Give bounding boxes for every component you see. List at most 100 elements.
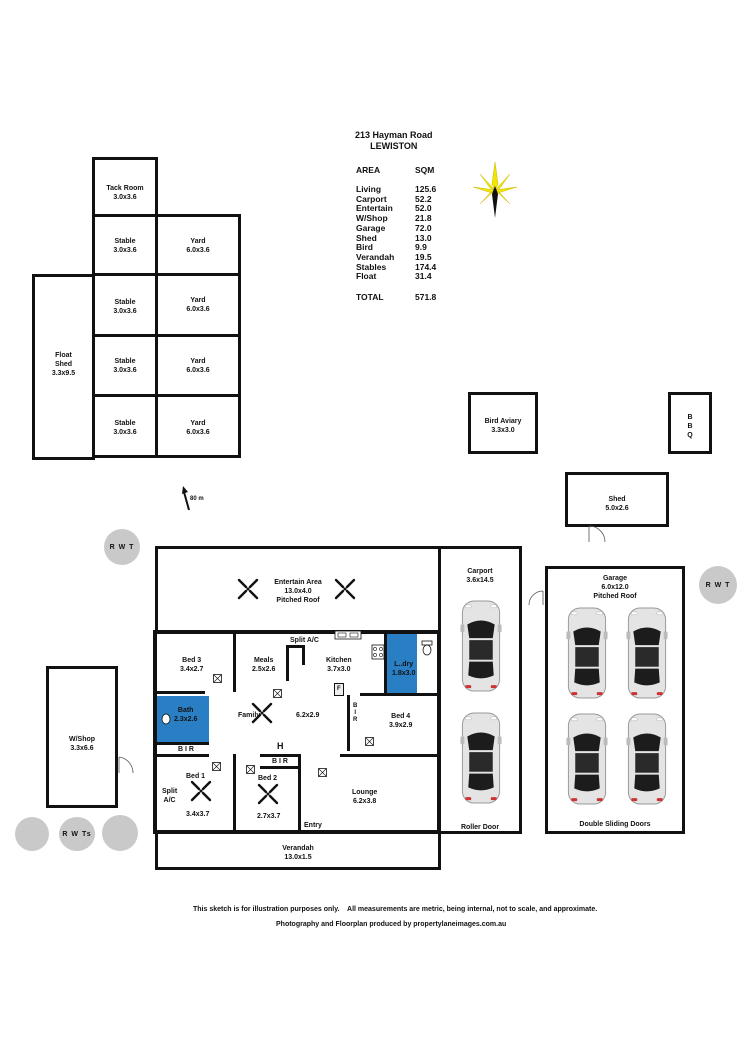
wall-lounge-top bbox=[340, 754, 440, 757]
house-wall-bottom bbox=[153, 830, 441, 834]
bir-label-2: B I R bbox=[272, 758, 288, 765]
exhaust-fan-icon bbox=[213, 674, 222, 683]
split-ac-top-label: Split A/C bbox=[290, 637, 319, 644]
car-icon bbox=[460, 712, 502, 804]
area-row-sqm: 174.4 bbox=[415, 261, 437, 272]
area-row-name: W/Shop bbox=[356, 213, 388, 224]
area-row-name: Bird bbox=[356, 242, 373, 253]
total-label: TOTAL bbox=[356, 292, 384, 302]
compass-icon bbox=[472, 161, 518, 218]
area-row-name: Float bbox=[356, 271, 377, 282]
area-row-sqm: 13.0 bbox=[415, 232, 432, 243]
address-suburb: LEWISTON bbox=[370, 141, 418, 151]
ceiling-fan-icon bbox=[251, 702, 273, 724]
sink-icon bbox=[371, 644, 385, 660]
fridge-marker: F bbox=[334, 683, 344, 696]
wall-kitchen-inner bbox=[302, 645, 305, 665]
area-row-sqm: 125.6 bbox=[415, 184, 437, 194]
rwt-tank-left: R W T bbox=[104, 529, 140, 565]
wall-bed3-bottom bbox=[155, 691, 205, 694]
roller-door-label: Roller Door bbox=[460, 824, 500, 831]
area-column-header: AREA bbox=[356, 165, 381, 175]
bed2-dims: 2.7x3.7 bbox=[257, 813, 281, 820]
area-row-name: Living bbox=[356, 184, 382, 194]
exhaust-fan-icon bbox=[246, 765, 255, 774]
rwts-tank-3 bbox=[102, 815, 138, 851]
sink-icon bbox=[334, 630, 362, 640]
ceiling-fan-icon bbox=[237, 578, 259, 600]
address-block: 213 Hayman Road LEWISTON bbox=[355, 130, 433, 152]
car-icon bbox=[626, 607, 668, 699]
wall-bed2-right bbox=[298, 754, 301, 832]
area-row-sqm: 19.5 bbox=[415, 251, 432, 262]
exhaust-fan-icon bbox=[365, 737, 374, 746]
area-row-name: Carport bbox=[356, 193, 387, 204]
wall-bed4-left bbox=[347, 695, 350, 751]
bir-label-1: B I R bbox=[178, 746, 194, 753]
disclaimer: This sketch is for illustration purposes… bbox=[193, 906, 598, 913]
ceiling-fan-icon bbox=[190, 780, 212, 802]
ceiling-fan-icon bbox=[257, 783, 279, 805]
wall-kitchen-top bbox=[286, 645, 304, 648]
wall-bed1-right bbox=[233, 754, 236, 832]
car-icon bbox=[566, 607, 608, 699]
wall-bir-bottom bbox=[155, 754, 209, 757]
entry-label: Entry bbox=[304, 822, 322, 829]
area-row-sqm: 31.4 bbox=[415, 271, 432, 282]
total-value: 571.8 bbox=[415, 292, 437, 302]
bed1-label: Bed 1 bbox=[186, 773, 206, 780]
car-icon bbox=[626, 713, 668, 805]
float-shed: Float Shed 3.3x9.5 bbox=[32, 274, 95, 460]
area-row-sqm: 72.0 bbox=[415, 222, 432, 233]
family-label: Family bbox=[238, 712, 261, 719]
area-row-name: Stables bbox=[356, 261, 387, 272]
wall-laundry-bottom bbox=[360, 693, 440, 696]
area-row-name: Entertain bbox=[356, 203, 393, 214]
car-icon bbox=[566, 713, 608, 805]
sqm-column-header: SQM bbox=[415, 165, 435, 175]
exhaust-fan-icon bbox=[273, 689, 282, 698]
photo-credit: Photography and Floorplan produced by pr… bbox=[276, 921, 507, 928]
toilet-icon bbox=[161, 713, 171, 725]
door-swing-icon bbox=[528, 590, 544, 606]
hallway-marker: H bbox=[277, 741, 284, 751]
house-wall-left bbox=[153, 630, 157, 834]
bed1-dims: 3.4x3.7 bbox=[186, 811, 210, 818]
area-row-name: Verandah bbox=[356, 251, 395, 262]
house-wall-right bbox=[437, 630, 441, 834]
north-arrow-icon bbox=[182, 486, 190, 511]
address-street: 213 Hayman Road bbox=[355, 130, 433, 140]
wall-bir2-bottom bbox=[260, 766, 300, 769]
door-swing-icon bbox=[118, 756, 134, 774]
wall-bath-bottom bbox=[155, 742, 209, 745]
wall-laundry-left bbox=[384, 632, 387, 694]
exhaust-fan-icon bbox=[212, 762, 221, 771]
area-row-sqm: 52.2 bbox=[415, 193, 432, 204]
rwt-tank-right: R W T bbox=[699, 566, 737, 604]
rwts-tank-2: R W Ts bbox=[59, 817, 95, 851]
car-icon bbox=[460, 600, 502, 692]
wall-bed2-top bbox=[260, 754, 300, 757]
area-row-sqm: 21.8 bbox=[415, 213, 432, 224]
ceiling-fan-icon bbox=[334, 578, 356, 600]
wall-bed3-right bbox=[233, 632, 236, 692]
